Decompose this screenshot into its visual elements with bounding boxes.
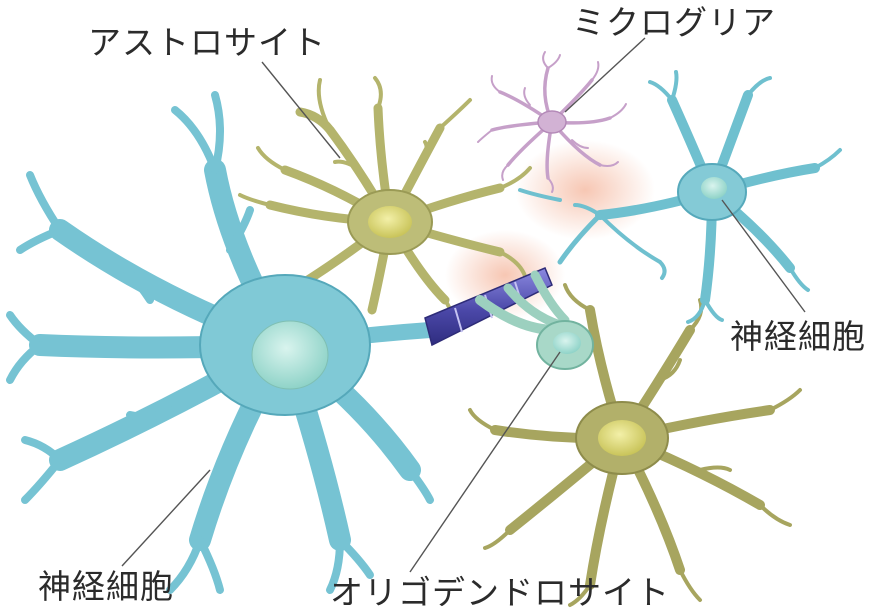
leader-astrocyte <box>262 62 340 158</box>
label-neuron-right: 神経細胞 <box>730 320 866 353</box>
label-neuron-left: 神経細胞 <box>38 570 174 603</box>
label-oligodendrocyte: オリゴデンドロサイト <box>330 576 670 609</box>
label-microglia: ミクログリア <box>572 6 776 39</box>
label-astrocyte: アストロサイト <box>88 26 326 59</box>
neuron-left <box>10 95 430 590</box>
leader-microglia <box>565 38 645 112</box>
leader-neuron-right <box>722 200 805 312</box>
leader-oligodendrocyte <box>410 352 560 572</box>
